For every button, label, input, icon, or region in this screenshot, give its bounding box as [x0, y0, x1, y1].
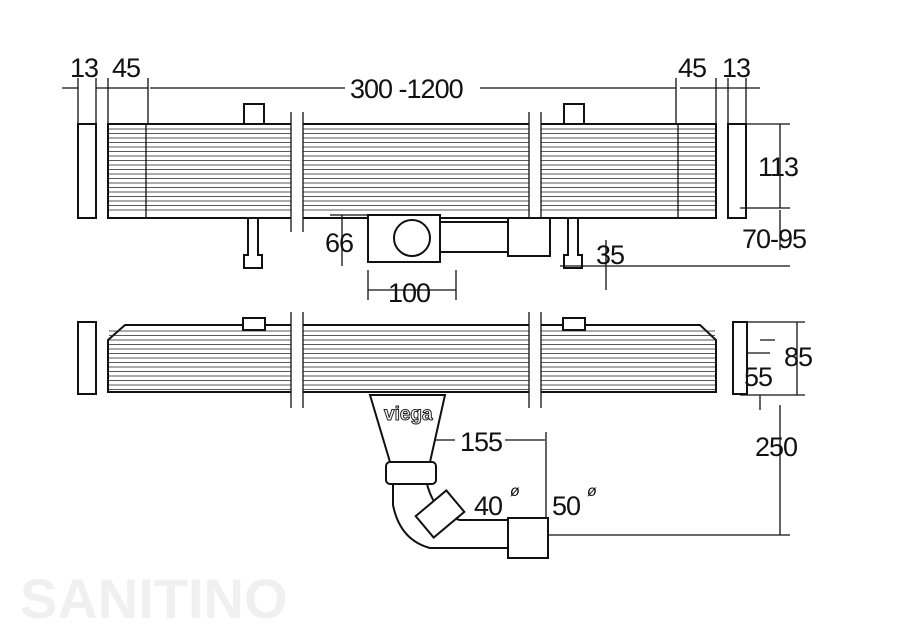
outlet-pipe [439, 221, 511, 253]
clip [563, 103, 585, 125]
channel-body [107, 123, 717, 219]
dim-margin-right: 45 [678, 53, 706, 83]
left-end-cap [77, 123, 97, 219]
dimension-labels: 13 45 300 -1200 45 13 113 66 70-95 35 10… [70, 53, 813, 521]
dim-pipe-large: 50 [552, 491, 580, 521]
clip [562, 317, 586, 331]
viega-logo: viega [384, 404, 433, 425]
clip [242, 317, 266, 331]
dim-side-height: 85 [784, 342, 812, 372]
outlet-sleeve [507, 217, 551, 257]
dim-outlet-offset: 35 [596, 240, 624, 270]
dim-end-cap-right: 13 [722, 53, 750, 83]
dim-channel-height: 113 [758, 152, 798, 182]
leveling-foot [563, 217, 583, 269]
elbow-nut [414, 489, 466, 539]
dim-end-cap-left: 13 [70, 53, 98, 83]
dim-margin-left: 45 [112, 53, 140, 83]
dim-length-range: 300 -1200 [350, 74, 463, 104]
dimension-lines [62, 78, 805, 540]
diameter-symbol: ø [587, 483, 597, 500]
right-end-cap-side [732, 321, 748, 395]
coupling [385, 461, 437, 485]
channel-side-body [107, 324, 717, 393]
watermark: SANITINO [20, 567, 288, 630]
dim-outlet-height: 66 [325, 228, 353, 258]
dim-outlet-width: 100 [388, 278, 430, 308]
dim-vertical-depth: 250 [755, 432, 797, 462]
right-end-cap [727, 123, 747, 219]
dim-horizontal-offset: 155 [460, 427, 502, 457]
leveling-foot [243, 217, 263, 269]
dim-pipe-small: 40 [474, 491, 502, 521]
side-channel: viega [77, 312, 748, 559]
pipe-sleeve [507, 517, 549, 559]
clip [243, 103, 265, 125]
outlet-fitting [393, 219, 431, 257]
dim-install-height: 70-95 [742, 224, 806, 254]
top-channel [77, 103, 747, 269]
left-end-cap-side [77, 321, 97, 395]
diameter-symbol: ø [510, 483, 520, 500]
dim-side-inner: 55 [744, 362, 772, 392]
